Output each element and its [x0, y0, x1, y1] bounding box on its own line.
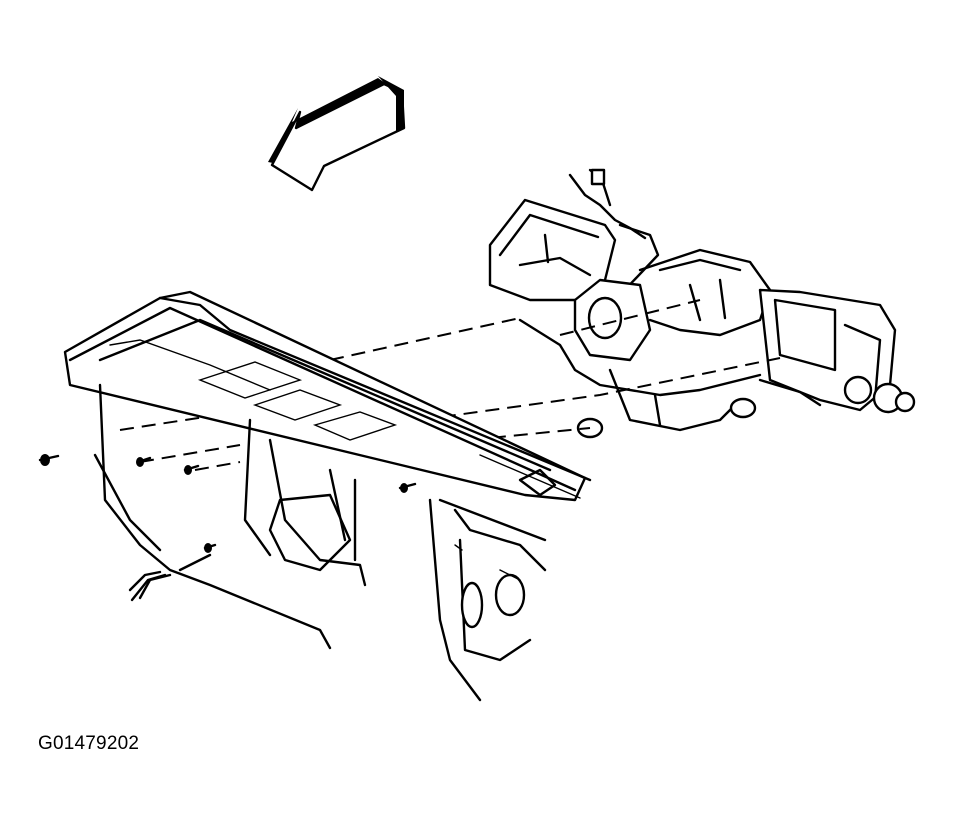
fasteners [38, 454, 417, 553]
forward-arrow-icon [268, 76, 406, 192]
figure-id-label: G01479202 [38, 733, 140, 754]
cowl-panel-assembly [63, 290, 592, 702]
hose-pipe [130, 573, 167, 602]
alignment-lines [119, 299, 781, 471]
hvac-module-assembly [488, 168, 916, 439]
